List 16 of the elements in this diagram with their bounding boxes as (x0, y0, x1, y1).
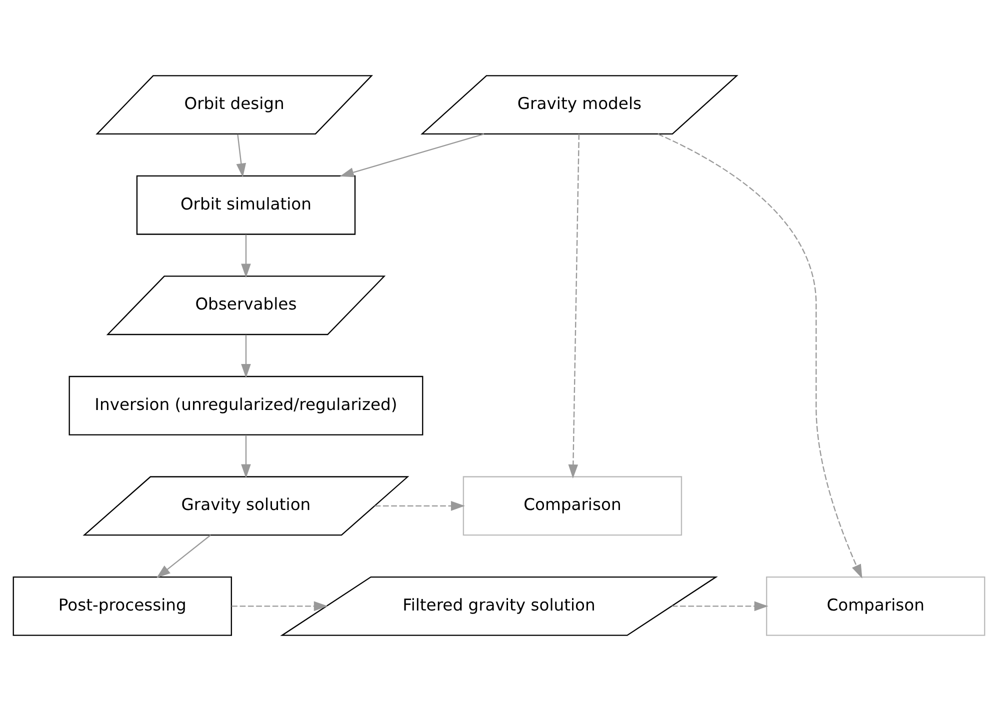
node-box: Comparison (766, 576, 986, 636)
arrow (241, 234, 251, 278)
arrow (340, 133, 484, 178)
arrow (374, 501, 465, 511)
arrow (672, 601, 768, 612)
arrow (236, 134, 246, 178)
arrow (658, 134, 862, 579)
arrow (241, 334, 251, 378)
arrow (232, 601, 328, 612)
node-box: Inversion (unregularized/regularized) (68, 376, 424, 436)
node-box: Orbit simulation (136, 175, 356, 235)
arrow (156, 534, 211, 578)
node-box: Post-processing (12, 576, 232, 636)
arrow (241, 435, 251, 478)
arrow (568, 134, 580, 478)
node-box: Comparison (462, 476, 682, 536)
